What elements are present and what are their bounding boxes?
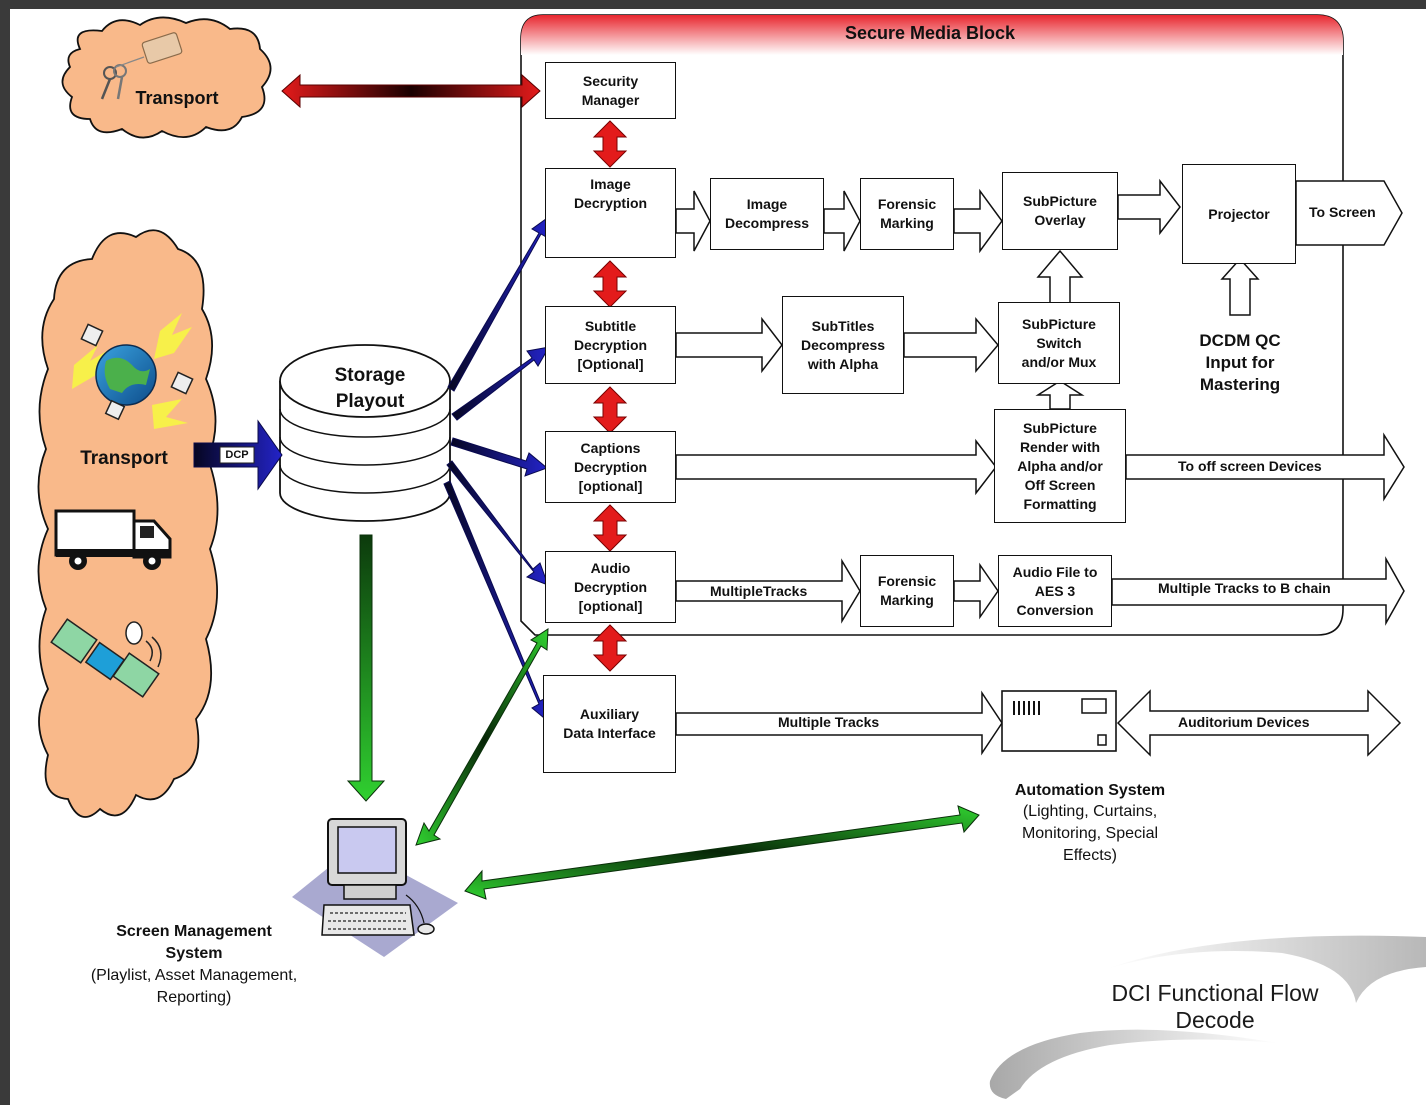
green-arrows bbox=[346, 534, 980, 900]
storage-blue-arrows bbox=[443, 214, 551, 725]
storage-playout-disk-stack bbox=[279, 344, 451, 522]
image-decryption-box: Image Decryption bbox=[545, 168, 676, 258]
satellite-icon bbox=[50, 618, 162, 698]
auxiliary-data-interface-box: Auxiliary Data Interface bbox=[543, 675, 676, 773]
subpicture-render-box: SubPicture Render with Alpha and/or Off … bbox=[994, 409, 1126, 523]
dcdm-qc-label: DCDM QC Input for Mastering bbox=[1199, 331, 1281, 394]
multiple-tracks-b-chain-label: Multiple Tracks to B chain bbox=[1158, 580, 1331, 596]
screen-management-detail: (Playlist, Asset Management, Reporting) bbox=[90, 967, 298, 1006]
flow-arrows bbox=[675, 178, 1405, 757]
to-screen-label: To Screen bbox=[1309, 204, 1376, 220]
image-decompress-box: Image Decompress bbox=[710, 178, 824, 250]
diagram-canvas: Secure Media Block Transport Transport D… bbox=[10, 9, 1426, 1105]
multiple-tracks-label: Multiple Tracks bbox=[778, 714, 880, 730]
computer-icon bbox=[292, 818, 458, 957]
audio-file-conversion-box: Audio File to AES 3 Conversion bbox=[998, 555, 1112, 627]
forensic-marking-box-1: Forensic Marking bbox=[860, 178, 954, 250]
truck-icon bbox=[54, 509, 172, 570]
multipletracks-label: MultipleTracks bbox=[710, 583, 808, 599]
automation-detail: (Lighting, Curtains, Monitoring, Special… bbox=[1021, 803, 1159, 864]
subtitles-decompress-box: SubTitles Decompress with Alpha bbox=[782, 296, 904, 394]
globe-satellite-icon bbox=[72, 313, 194, 429]
cloud-top-label: Transport bbox=[135, 87, 219, 108]
screen-management-title: Screen Management System bbox=[116, 923, 272, 962]
to-off-screen-label: To off screen Devices bbox=[1178, 458, 1322, 474]
automation-title: Automation System bbox=[1014, 781, 1166, 799]
security-manager-box: Security Manager bbox=[545, 62, 676, 119]
key-icon bbox=[100, 32, 183, 100]
dcp-tag: DCP bbox=[225, 449, 249, 461]
projector-box: Projector bbox=[1182, 164, 1296, 264]
dci-swoosh-logo bbox=[989, 935, 1426, 1099]
dcp-arrow bbox=[193, 419, 283, 491]
diagram-svg bbox=[37, 14, 1426, 1099]
auditorium-devices-label: Auditorium Devices bbox=[1178, 714, 1310, 730]
automation-device-icon bbox=[1001, 690, 1117, 752]
subpicture-overlay-box: SubPicture Overlay bbox=[1002, 172, 1118, 250]
smb-title: Secure Media Block bbox=[844, 22, 1016, 43]
vertical-red-arrows bbox=[592, 120, 628, 672]
transport-cloud-top bbox=[61, 16, 272, 139]
transport-security-link-arrow bbox=[281, 73, 541, 109]
captions-decryption-box: Captions Decryption [optional] bbox=[545, 431, 676, 503]
forensic-marking-box-2: Forensic Marking bbox=[860, 555, 954, 627]
audio-decryption-box: Audio Decryption [optional] bbox=[545, 551, 676, 623]
subpicture-switch-box: SubPicture Switch and/or Mux bbox=[998, 302, 1120, 384]
subtitle-decryption-box: Subtitle Decryption [Optional] bbox=[545, 306, 676, 384]
cloud-left-label: Transport bbox=[80, 447, 168, 469]
footer-title: DCI Functional Flow Decode bbox=[1111, 980, 1319, 1033]
storage-label: Storage Playout bbox=[334, 365, 406, 412]
secure-media-block bbox=[520, 14, 1344, 636]
